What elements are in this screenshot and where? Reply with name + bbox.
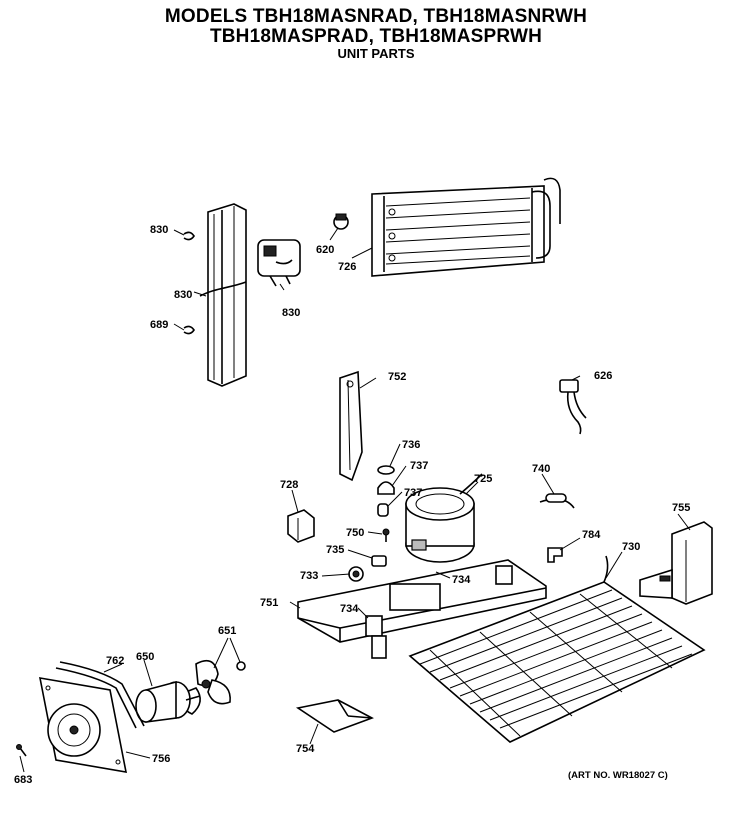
fan-shroud-part-756 (38, 677, 128, 773)
callout-683: 683 (14, 774, 32, 786)
callout-734-right: 734 (452, 574, 471, 586)
fan-blade-part-651 (182, 659, 231, 715)
callout-830-relay: 830 (282, 307, 300, 319)
leader-lines (19, 227, 691, 773)
relay-overload-device (257, 239, 301, 287)
callout-626: 626 (594, 370, 612, 382)
callout-735: 735 (326, 544, 344, 556)
callout-733: 733 (300, 570, 318, 582)
thermostat-part-620 (333, 213, 349, 230)
callout-725: 725 (474, 473, 492, 485)
screw-part-750 (382, 528, 390, 542)
callout-650: 650 (136, 651, 154, 663)
callout-752: 752 (388, 371, 406, 383)
base-pan-part-751 (297, 559, 547, 659)
clip-part-830-top (183, 231, 195, 241)
callout-756: 756 (152, 753, 170, 765)
shroud-seal-part-762 (55, 661, 145, 729)
clip-part-735 (371, 555, 387, 567)
callout-784: 784 (582, 529, 601, 541)
wire-harness-part-626 (559, 379, 587, 435)
condenser-tubing-part-730 (408, 555, 706, 743)
callout-734-left: 734 (340, 603, 359, 615)
grommet-part-736 (377, 465, 395, 475)
callout-736: 736 (402, 439, 420, 451)
condenser-coil-part-726 (371, 177, 561, 277)
screw-part-689 (183, 325, 195, 335)
callout-726: 726 (338, 261, 356, 273)
models-title-line-1: MODELS TBH18MASNRAD, TBH18MASNRWH (164, 6, 588, 27)
drain-pan-part-754 (295, 699, 374, 733)
callout-754: 754 (296, 743, 315, 755)
callout-620: 620 (316, 244, 334, 256)
bracket-part-784 (547, 547, 563, 563)
callout-762: 762 (106, 655, 124, 667)
callout-830-middle: 830 (174, 289, 192, 301)
callout-730: 730 (622, 541, 640, 553)
callout-750: 750 (346, 527, 364, 539)
models-title-line-2: TBH18MASPRAD, TBH18MASPRWH (209, 26, 543, 47)
section-title: UNIT PARTS (337, 46, 415, 61)
vertical-channel-bracket (199, 203, 247, 387)
art-number-note: (ART NO. WR18027 C) (568, 770, 668, 781)
callout-651: 651 (218, 625, 236, 637)
capacitor-part-728 (287, 509, 315, 543)
nut-part-651 (236, 661, 246, 671)
callout-755: 755 (672, 502, 690, 514)
callout-689: 689 (150, 319, 168, 331)
callout-728: 728 (280, 479, 298, 491)
callout-737-upper: 737 (410, 460, 428, 472)
callout-labels: 830 830 830 689 620 726 752 626 736 737 … (14, 224, 690, 786)
grommet-part-737-lower (377, 503, 389, 517)
fan-motor-part-650 (135, 680, 201, 723)
grommet-part-737-upper (377, 481, 395, 495)
cover-part-755 (639, 521, 713, 605)
grommet-part-733 (348, 566, 364, 582)
compressor-part-725 (405, 473, 483, 563)
callout-737-lower: 737 (404, 487, 422, 499)
drier-part-740 (539, 493, 575, 509)
callout-751: 751 (260, 597, 278, 609)
compressor-bracket-part-752 (339, 370, 363, 482)
callout-830-top: 830 (150, 224, 168, 236)
screw-part-683 (16, 744, 27, 757)
callout-740: 740 (532, 463, 550, 475)
